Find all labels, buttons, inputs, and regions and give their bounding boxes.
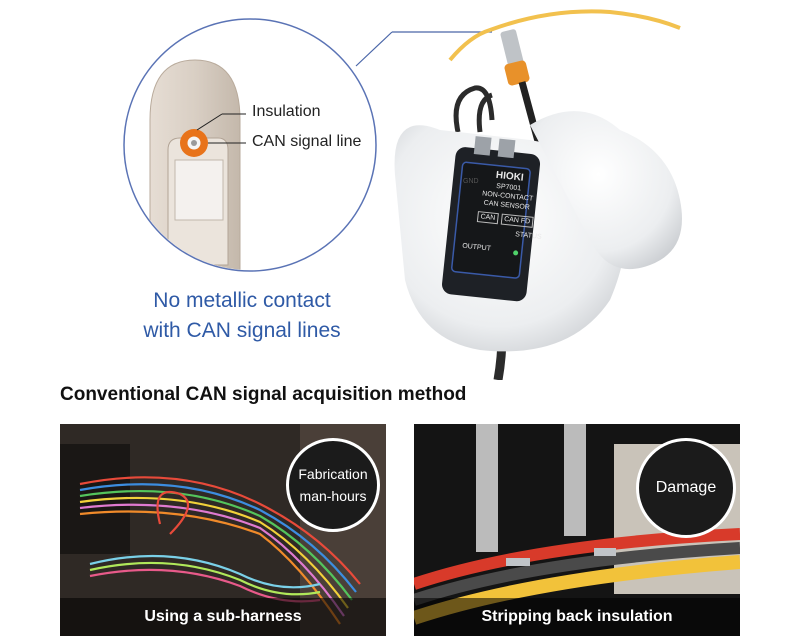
stripping-photo: Damage Stripping back insulation [414, 424, 740, 636]
stripping-caption: Stripping back insulation [414, 598, 740, 636]
no-contact-caption: No metallic contact with CAN signal line… [112, 286, 372, 346]
device-can-button: CAN [476, 211, 499, 225]
caption-line-2: with CAN signal lines [143, 319, 341, 342]
device-gnd-label: GND [463, 178, 479, 185]
sub-harness-caption: Using a sub-harness [60, 598, 386, 636]
damage-badge: Damage [636, 438, 736, 538]
damage-badge-text: Damage [655, 479, 717, 496]
device-canfd-button: CAN FD [500, 213, 534, 228]
insulation-label: Insulation [252, 103, 321, 120]
section-title: Conventional CAN signal acquisition meth… [60, 384, 467, 405]
can-signal-line-label: CAN signal line [252, 133, 362, 150]
fabrication-badge: Fabrication man-hours [286, 438, 380, 532]
fabrication-badge-text: Fabrication man-hours [298, 466, 368, 504]
sensor-cross-section-diagram [123, 18, 492, 272]
caption-line-1: No metallic contact [153, 289, 331, 312]
sub-harness-photo: Fabrication man-hours Using a sub-harnes… [60, 424, 386, 636]
sensor-product-photo [394, 9, 682, 380]
